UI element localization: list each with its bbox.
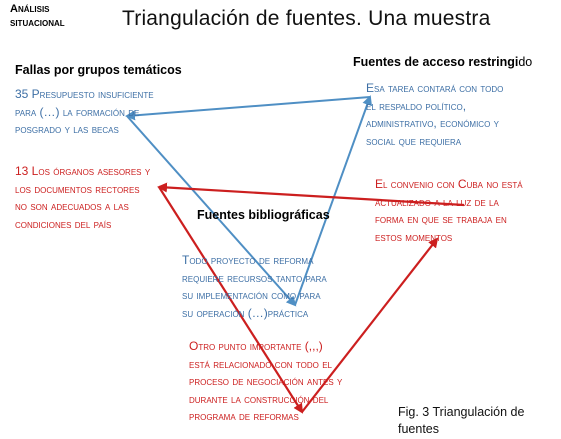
block-left-red-line-3: no son adecuados a las bbox=[15, 199, 129, 213]
block-left-blue-line-3: posgrado y las becas bbox=[15, 122, 119, 136]
block-left-red-line-1: 13 Los órganos asesores y bbox=[15, 164, 151, 178]
heading-right: Fuentes de acceso restringido bbox=[353, 55, 532, 69]
block-left-blue-line-1: 35 Presupuesto insuficiente bbox=[15, 87, 154, 101]
section-label-line-1: Análisis bbox=[10, 3, 50, 15]
block-left-red: 13 Los órganos asesores y los documentos… bbox=[15, 163, 150, 233]
blue-arrow-to-left bbox=[125, 96, 371, 121]
figure-caption-line-1: Fig. 3 Triangulación de bbox=[398, 405, 525, 419]
block-right-blue: Esa tarea contará con todo el respaldo p… bbox=[366, 80, 503, 150]
section-label: Análisis situacional bbox=[10, 2, 65, 30]
block-bottom-red-line-2: está relacionado con todo el bbox=[189, 356, 332, 371]
blue-arrow-to-middle bbox=[126, 115, 297, 307]
block-middle-blue: Todo proyecto de reforma requiere recurs… bbox=[182, 252, 327, 322]
figure-caption: Fig. 3 Triangulación de fuentes bbox=[398, 404, 524, 438]
heading-left: Fallas por grupos temáticos bbox=[15, 63, 182, 77]
red-arrow-to-bottom bbox=[158, 186, 304, 414]
block-middle-blue-line-1: Todo proyecto de reforma bbox=[182, 253, 314, 267]
heading-right-bold: Fuentes de acceso restringi bbox=[353, 55, 519, 69]
block-left-red-line-2: los documentos rectores bbox=[15, 181, 140, 196]
block-middle-blue-line-4: su operación (…)práctica bbox=[182, 305, 309, 320]
block-right-blue-line-3: administrativo, económico y bbox=[366, 116, 499, 130]
figure-caption-line-2: fuentes bbox=[398, 422, 440, 436]
heading-middle: Fuentes bibliográficas bbox=[197, 208, 330, 222]
block-right-red-line-2: actualizado a la luz de la bbox=[375, 194, 499, 209]
block-right-blue-line-1: Esa tarea contará con todo bbox=[366, 81, 504, 95]
block-right-red-line-3: forma en que se trabaja en bbox=[375, 212, 507, 226]
block-right-blue-line-4: social que requiera bbox=[366, 133, 462, 148]
block-left-blue-line-2: para (…) la formación de bbox=[15, 104, 140, 119]
block-right-red: El convenio con Cuba no está actualizado… bbox=[375, 176, 523, 246]
heading-right-tail: do bbox=[518, 55, 533, 69]
blue-arrow-to-right bbox=[294, 95, 372, 306]
block-left-blue: 35 Presupuesto insuficiente para (…) la … bbox=[15, 86, 154, 139]
block-right-blue-line-2: el respaldo político, bbox=[366, 98, 467, 113]
block-right-red-line-1: El convenio con Cuba no está bbox=[375, 177, 523, 191]
block-bottom-red: Otro punto importante (,,,) está relacio… bbox=[189, 338, 342, 426]
block-middle-blue-line-3: su implementación como para bbox=[182, 288, 321, 302]
block-left-red-line-4: condiciones del país bbox=[15, 216, 112, 231]
block-bottom-red-line-3: proceso de negociación antes y bbox=[189, 374, 343, 388]
section-label-line-2: situacional bbox=[10, 17, 65, 29]
block-bottom-red-line-4: durante la construcción del bbox=[189, 391, 329, 406]
block-right-red-line-4: estos momentos bbox=[375, 229, 453, 244]
red-arrow-to-right bbox=[301, 237, 439, 413]
red-arrow-to-left bbox=[157, 182, 465, 207]
block-bottom-red-line-1: Otro punto importante (,,,) bbox=[189, 339, 323, 353]
block-bottom-red-line-5: programa de reformas bbox=[189, 409, 299, 423]
block-middle-blue-line-2: requiere recursos tanto para bbox=[182, 270, 327, 285]
page-title: Triangulación de fuentes. Una muestra bbox=[122, 7, 491, 30]
